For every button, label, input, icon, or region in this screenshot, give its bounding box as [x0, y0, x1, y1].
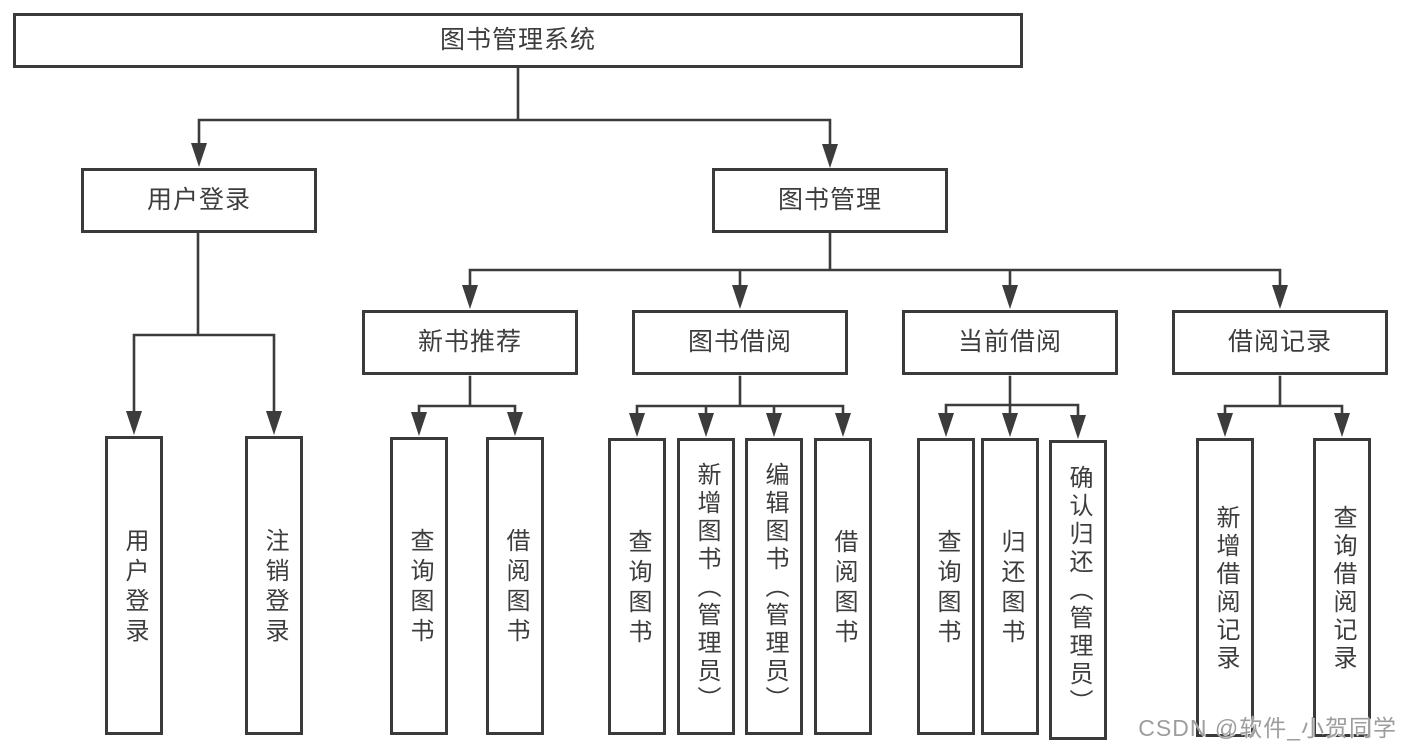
- node-user-login: 用户登录: [81, 168, 317, 233]
- node-library-management-system: 图书管理系统: [13, 13, 1023, 68]
- leaf-nbr-query-books: 查询图书: [390, 437, 448, 735]
- leaf-user-login: 用户登录: [105, 436, 163, 735]
- leaf-br-add-record: 新增借阅记录: [1196, 438, 1254, 737]
- leaf-bb-add-books-admin: 新增图书（管理员）: [677, 438, 735, 735]
- leaf-cb-confirm-return-admin: 确认归还（管理员）: [1049, 440, 1107, 740]
- leaf-br-query-record: 查询借阅记录: [1313, 438, 1371, 737]
- leaf-bb-borrow-books: 借阅图书: [814, 438, 872, 735]
- leaf-logout: 注销登录: [245, 436, 303, 735]
- leaf-cb-query-books: 查询图书: [917, 438, 975, 735]
- node-book-borrowing: 图书借阅: [632, 310, 848, 375]
- tree-edges: [132, 66, 1344, 419]
- node-new-book-recommend: 新书推荐: [362, 310, 578, 375]
- node-current-borrowing: 当前借阅: [902, 310, 1118, 375]
- node-book-management: 图书管理: [712, 168, 948, 233]
- node-borrowing-records: 借阅记录: [1172, 310, 1388, 375]
- arrow-down-icons: [126, 143, 1350, 439]
- csdn-watermark: CSDN @软件_小贺同学: [1138, 715, 1397, 741]
- leaf-cb-return-books: 归还图书: [981, 438, 1039, 735]
- leaf-bb-query-books: 查询图书: [608, 438, 666, 735]
- leaf-bb-edit-books-admin: 编辑图书（管理员）: [745, 438, 803, 735]
- leaf-nbr-borrow-books: 借阅图书: [486, 437, 544, 735]
